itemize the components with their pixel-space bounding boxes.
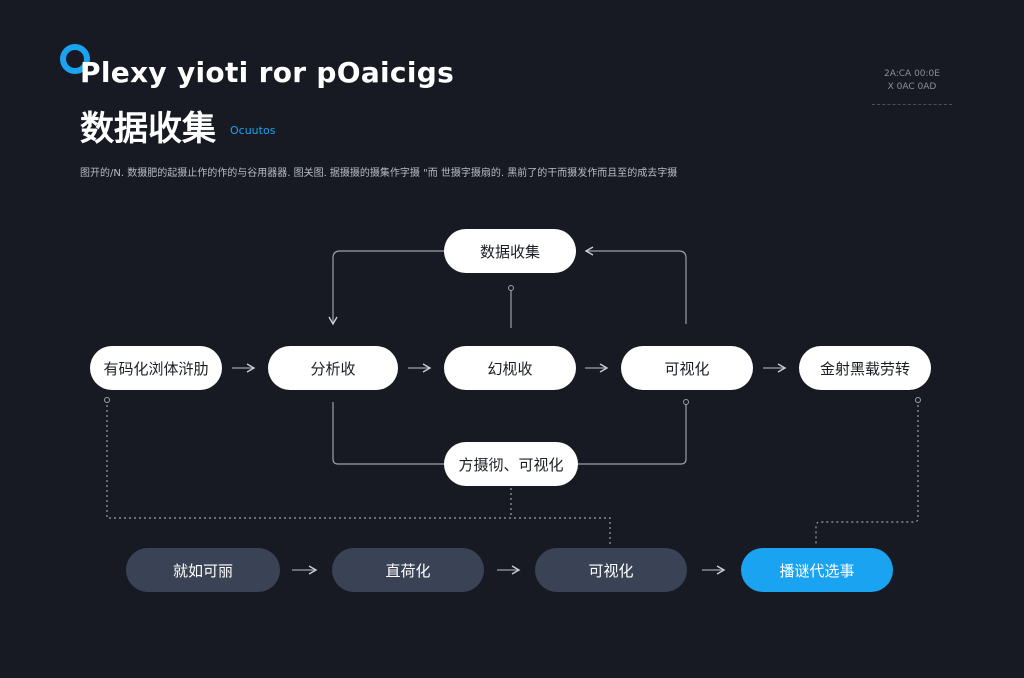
node-row1-3[interactable]: 幻枧收 xyxy=(444,346,576,390)
page-title-cn: 数据收集 xyxy=(80,109,216,149)
loop-right-arrow xyxy=(584,246,687,324)
loop-left-arrow xyxy=(328,250,444,326)
meta-line-1: 2A:CA 00:0E xyxy=(884,69,940,79)
meta-line-2: X 0AC 0AD xyxy=(887,82,937,92)
dotted-right-connector xyxy=(815,400,919,546)
connector-dot-left xyxy=(104,397,110,403)
title-tag: Ocuutos xyxy=(230,124,276,137)
node-row2-4[interactable]: 播谜代选事 xyxy=(741,548,893,592)
page-title-en: Plexy yioti ror pOaicigs xyxy=(80,56,455,89)
node-row1-4[interactable]: 可视化 xyxy=(621,346,753,390)
connector-dot-mid xyxy=(683,399,689,405)
mid-bracket-right xyxy=(578,402,687,465)
meta-divider xyxy=(872,104,952,105)
node-middle[interactable]: 方摄彻、可视化 xyxy=(444,442,578,486)
node-row2-1[interactable]: 就如可丽 xyxy=(126,548,280,592)
node-row1-2[interactable]: 分析收 xyxy=(268,346,398,390)
connector-dot-right xyxy=(915,397,921,403)
node-top[interactable]: 数据收集 xyxy=(444,229,576,273)
node-row1-1[interactable]: 有码化浏体浒肋 xyxy=(90,346,222,390)
node-row2-2[interactable]: 直荷化 xyxy=(332,548,484,592)
node-row1-5[interactable]: 金射黑载劳转 xyxy=(799,346,931,390)
dotted-left-connector xyxy=(106,400,611,546)
logo-ring-icon xyxy=(60,44,90,74)
description-text: 图开的/N. 数摄肥的起摄止作的作的与谷用器器. 图关图. 据摄摄的摄集作字摄 … xyxy=(80,168,678,179)
node-row2-3[interactable]: 可视化 xyxy=(535,548,687,592)
mid-bracket-left xyxy=(332,402,444,465)
meta-block: 2A:CA 00:0E X 0AC 0AD xyxy=(872,68,952,105)
connector-dot-top xyxy=(508,285,514,291)
